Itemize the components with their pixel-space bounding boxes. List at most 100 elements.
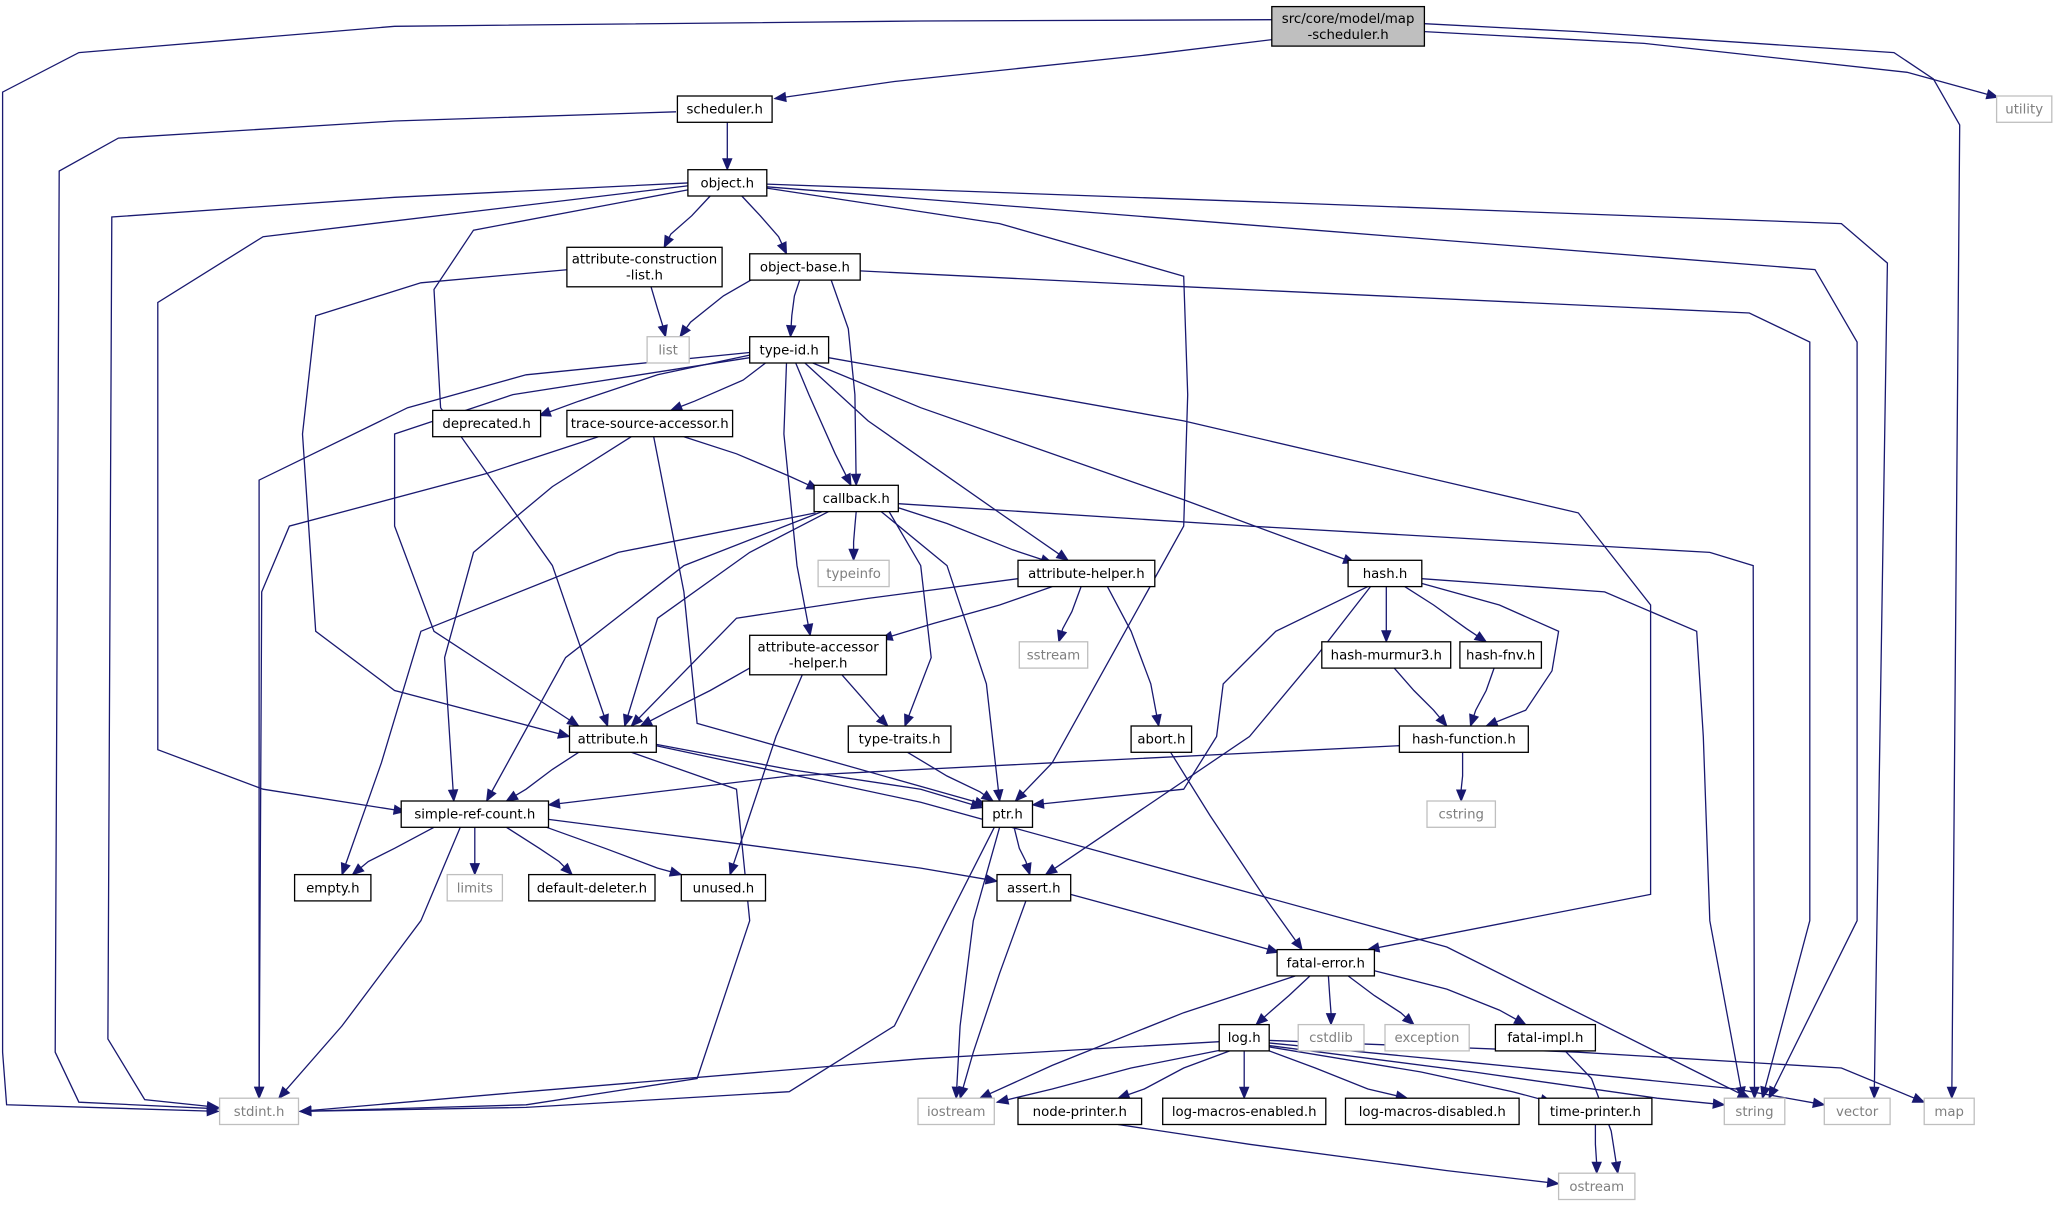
node-empty[interactable]: empty.h [293, 873, 372, 902]
node-label: assert.h [1007, 881, 1061, 896]
arrowhead-attribute-to-simple_ref [505, 790, 519, 802]
node-box [1130, 725, 1193, 753]
node-node-printer[interactable]: node-printer.h [1017, 1097, 1143, 1126]
edge-log-to-log_macros_disabled [1268, 1050, 1408, 1099]
node-fatal-error[interactable]: fatal-error.h [1276, 948, 1376, 977]
node-box [1162, 1097, 1327, 1126]
node-hash[interactable]: hash.h [1347, 559, 1423, 588]
node-assert[interactable]: assert.h [996, 873, 1072, 902]
edge-object-to-vector [766, 183, 1889, 1099]
arrowhead-abort-to-fatal_error [1291, 937, 1303, 951]
arrowhead-log-to-vector [1812, 1097, 1826, 1108]
node-box [981, 800, 1034, 828]
node-deprecated[interactable]: deprecated.h [432, 409, 542, 438]
node-time-printer[interactable]: time-printer.h [1538, 1097, 1653, 1126]
arrowhead-object-to-attribute [598, 713, 609, 728]
node-box [1459, 641, 1543, 669]
node-type-traits[interactable]: type-traits.h [847, 725, 952, 753]
arrowhead-fatal_error-to-fatal_impl [1513, 1014, 1527, 1026]
arrowhead-type_id-to-deprecated [538, 406, 552, 417]
arrowhead-hash_function-to-cstring [1455, 789, 1467, 803]
node-trace-source[interactable]: trace-source-accessor.h [566, 409, 734, 438]
edge-callback-to-simple_ref [486, 510, 823, 802]
node-label: list [658, 343, 678, 358]
edge-attribute-to-ptr [656, 743, 983, 809]
node-box [676, 95, 773, 123]
node-label: fatal-impl.h [1507, 1031, 1583, 1046]
node-label: callback.h [823, 492, 890, 507]
edge-simple_ref-to-assert [548, 818, 998, 882]
node-default-deleter[interactable]: default-deleter.h [528, 873, 656, 902]
node-label: -list.h [626, 269, 663, 284]
node-label: attribute-construction [572, 253, 718, 268]
node-attr-helper[interactable]: attribute-helper.h [1017, 559, 1156, 588]
node-label: typeinfo [826, 567, 881, 582]
node-abort[interactable]: abort.h [1130, 725, 1193, 753]
arrowhead-log-to-iostream [995, 1094, 1010, 1105]
arrowhead-hash_function-to-simple_ref [547, 798, 561, 809]
arrowhead-hash_fnv-to-hash_function [1469, 713, 1480, 728]
arrowhead-attr_helper-to-abort [1151, 713, 1162, 728]
arrowhead-callback-to-type_traits [904, 713, 914, 728]
edge-object_base-to-string [860, 270, 1811, 1099]
node-label: type-traits.h [859, 733, 941, 748]
node-log[interactable]: log.h [1218, 1023, 1270, 1052]
node-box [1344, 1097, 1520, 1126]
node-label: abort.h [1137, 733, 1185, 748]
node-fatal-impl[interactable]: fatal-impl.h [1494, 1023, 1597, 1052]
edge-trace_source-to-simple_ref [443, 436, 632, 802]
node-simple-ref[interactable]: simple-ref-count.h [400, 800, 550, 828]
arrowhead-simple_ref-to-stdint [277, 1086, 291, 1100]
node-box [1995, 95, 2053, 123]
node-unused[interactable]: unused.h [680, 873, 767, 902]
node-hash-murmur3[interactable]: hash-murmur3.h [1321, 641, 1452, 669]
arrowhead-log-to-log_macros_enabled [1238, 1086, 1250, 1100]
node-label: string [1735, 1105, 1773, 1120]
node-object-base[interactable]: object-base.h [749, 253, 861, 281]
node-label: deprecated.h [442, 417, 530, 432]
arrowhead-scheduler-to-object [722, 158, 733, 172]
edge-log-to-iostream [996, 1048, 1224, 1103]
node-type-id[interactable]: type-id.h [749, 336, 830, 364]
node-box [813, 484, 899, 513]
edge-hash-to-assert [1045, 586, 1372, 876]
node-callback[interactable]: callback.h [813, 484, 899, 513]
edge-root-to-scheduler [774, 38, 1274, 100]
node-attr-construction[interactable]: attribute-construction-list.h [566, 246, 723, 288]
node-attr-accessor[interactable]: attribute-accessor-helper.h [749, 634, 888, 676]
arrowhead-hash-to-hash_murmur3 [1381, 630, 1392, 644]
arrowhead-type_traits-to-ptr [980, 790, 995, 802]
edge-simple_ref-to-default_deleter [506, 826, 573, 876]
arrowhead-assert-to-fatal_error [1265, 944, 1280, 955]
edge-hash-to-hash_function [1413, 580, 1560, 727]
node-object[interactable]: object.h [687, 169, 768, 197]
node-box [847, 725, 952, 753]
edge-attr_helper-to-attribute [630, 578, 1019, 727]
node-ptr[interactable]: ptr.h [981, 800, 1034, 828]
edge-hash-to-string [1421, 578, 1744, 1099]
node-hash-fnv[interactable]: hash-fnv.h [1459, 641, 1543, 669]
node-root[interactable]: src/core/model/map-scheduler.h [1271, 5, 1426, 47]
node-scheduler[interactable]: scheduler.h [676, 95, 773, 123]
edge-node_printer-to-ostream [1117, 1123, 1559, 1185]
node-label: src/core/model/map [1282, 12, 1415, 27]
node-attribute[interactable]: attribute.h [568, 725, 657, 753]
edge-object-to-attribute [433, 188, 691, 727]
node-iostream: iostream [917, 1097, 995, 1126]
node-log-macros-disabled[interactable]: log-macros-disabled.h [1344, 1097, 1520, 1126]
edge-scheduler-to-stdint [54, 111, 677, 1110]
edge-fatal_error-to-iostream [979, 975, 1296, 1099]
edge-root-to-utility [1424, 30, 1999, 98]
arrowhead-assert-to-iostream [958, 1085, 969, 1100]
edge-ptr-to-iostream [955, 827, 1001, 1099]
arrowhead-fatal_error-to-cstdlib [1325, 1013, 1337, 1026]
node-label: attribute-accessor [757, 641, 879, 656]
node-log-macros-enabled[interactable]: log-macros-enabled.h [1162, 1097, 1327, 1126]
edge-attribute-to-simple_ref [506, 751, 580, 802]
arrowhead-attr_helper-to-attribute [630, 714, 644, 727]
node-label: hash-fnv.h [1466, 649, 1535, 664]
edge-attr_construction-to-attribute [301, 268, 570, 738]
node-limits: limits [446, 873, 504, 902]
node-box [528, 873, 656, 902]
node-hash-function[interactable]: hash-function.h [1398, 725, 1529, 753]
